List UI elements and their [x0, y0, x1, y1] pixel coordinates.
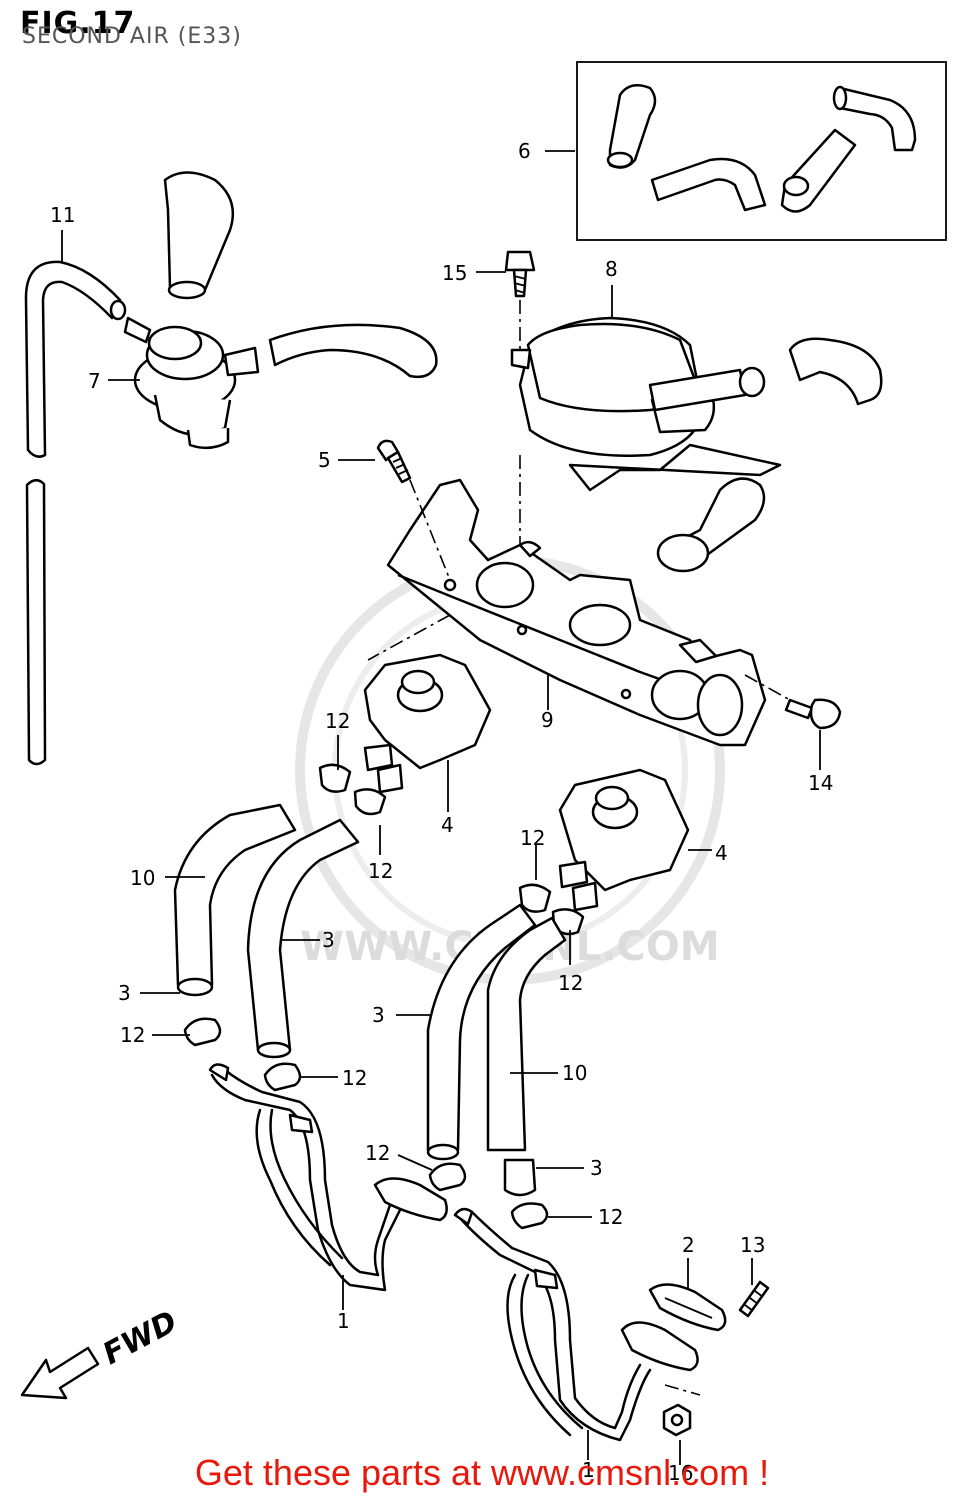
callout-3-b: 3	[118, 981, 131, 1005]
part-6-hoses	[606, 83, 917, 213]
callout-6: 6	[518, 139, 531, 163]
callout-15: 15	[442, 261, 467, 285]
callout-16: 16	[668, 1461, 693, 1485]
figure-title: FIG.17	[20, 6, 136, 41]
leader-lines	[61, 150, 821, 1465]
callout-12-c: 12	[520, 826, 545, 850]
callout-12-h: 12	[598, 1205, 623, 1229]
part-9-bracket	[386, 478, 767, 747]
clamps-12	[183, 1017, 549, 1230]
fwd-label: FWD	[97, 1304, 183, 1372]
callouts: 6 11 7 15 8 5 9 14 12 12 4 4 12 12 10 3 …	[50, 139, 833, 1485]
part-11-hose	[24, 260, 127, 766]
fwd-indicator: FWD	[20, 1304, 183, 1400]
figure-subtitle: SECOND AIR (E33)	[22, 24, 242, 49]
callout-12-d: 12	[558, 971, 583, 995]
part-13-stud	[738, 1280, 770, 1318]
callout-12-f: 12	[342, 1066, 367, 1090]
callout-2: 2	[682, 1233, 695, 1257]
callout-3-a: 3	[322, 928, 335, 952]
part-5-screw	[376, 439, 412, 484]
callout-11: 11	[50, 203, 75, 227]
callout-1-b: 1	[582, 1458, 595, 1482]
callout-12-b: 12	[368, 859, 393, 883]
hoses-upper-pair	[173, 803, 360, 1059]
part-1-pipe-left	[208, 1063, 448, 1292]
part-6-box	[576, 61, 947, 241]
part-4-valve-upper	[318, 653, 492, 816]
part-7-valve	[123, 171, 438, 450]
callout-8: 8	[605, 257, 618, 281]
part-1-pipe-right	[453, 1207, 699, 1442]
callout-12-g: 12	[365, 1141, 390, 1165]
part-14-bolt	[784, 698, 842, 730]
alignment-lines	[367, 300, 791, 1396]
callout-14: 14	[808, 771, 833, 795]
callout-4-a: 4	[441, 813, 454, 837]
callout-12-a: 12	[325, 709, 350, 733]
part-4-valve-lower	[518, 768, 690, 936]
callout-10-b: 10	[562, 1061, 587, 1085]
part-15-bolt	[504, 250, 536, 298]
hoses-lower-pair	[426, 903, 567, 1197]
callout-4-b: 4	[715, 841, 728, 865]
callout-9: 9	[541, 708, 554, 732]
part-16-nut	[662, 1403, 692, 1437]
footer-link[interactable]: Get these parts at www.cmsnl.com !	[194, 1452, 770, 1493]
callout-3-c: 3	[372, 1003, 385, 1027]
callout-13: 13	[740, 1233, 765, 1257]
callout-3-d: 3	[590, 1156, 603, 1180]
callout-5: 5	[318, 448, 331, 472]
callout-10-a: 10	[130, 866, 155, 890]
callout-12-e: 12	[120, 1023, 145, 1047]
callout-7: 7	[88, 369, 101, 393]
part-8-cover	[510, 316, 883, 573]
callout-1-a: 1	[337, 1309, 350, 1333]
part-2-gasket	[648, 1283, 727, 1332]
